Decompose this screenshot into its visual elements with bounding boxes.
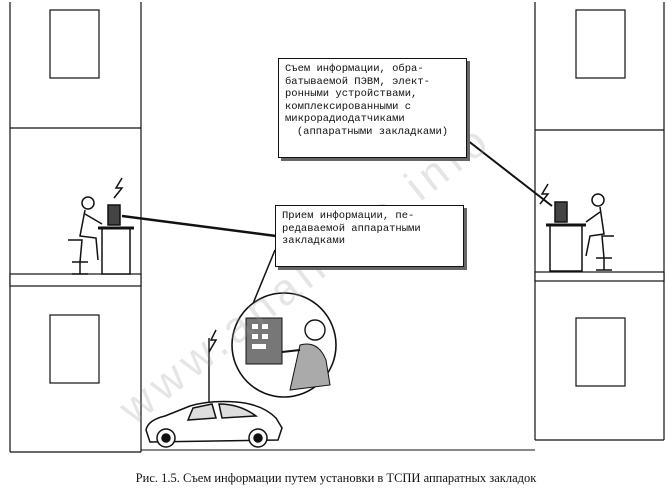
left-window-bottom [50,315,99,383]
left-window-top [50,10,99,78]
connector-left-to-mid [122,216,276,236]
right-window-bottom [576,318,625,386]
right-window-top [576,10,625,78]
callout-data-capture: Съем информации, обра- батываемой ПЭВМ, … [278,58,467,158]
callout-top-line-3: ронными устройствами, [285,88,460,101]
connector-right-to-top [467,140,552,206]
callout-data-reception: Прием информации, пе- редаваемой аппарат… [275,205,464,267]
callout-top-line-1: Съем информации, обра- [285,63,460,76]
figure-caption: Рис. 1.5. Съем информации путем установк… [0,471,672,486]
callout-top-line-4: комплексированными с [285,101,460,114]
callout-mid-line-2: редаваемой аппаратными [282,223,457,236]
callout-mid-line-1: Прием информации, пе- [282,210,457,223]
callout-top-line-2: батываемой ПЭВМ, элект- [285,76,460,89]
callout-top-line-5: микрорадиодатчиками [285,113,460,126]
left-signal-icon [114,178,122,198]
left-operator-icon [68,197,134,274]
right-operator-icon [546,194,614,271]
callout-mid-line-3: закладками [282,235,457,248]
car-interior-inset [232,293,336,397]
callout-top-line-6: (аппаратными закладками) [285,126,460,139]
